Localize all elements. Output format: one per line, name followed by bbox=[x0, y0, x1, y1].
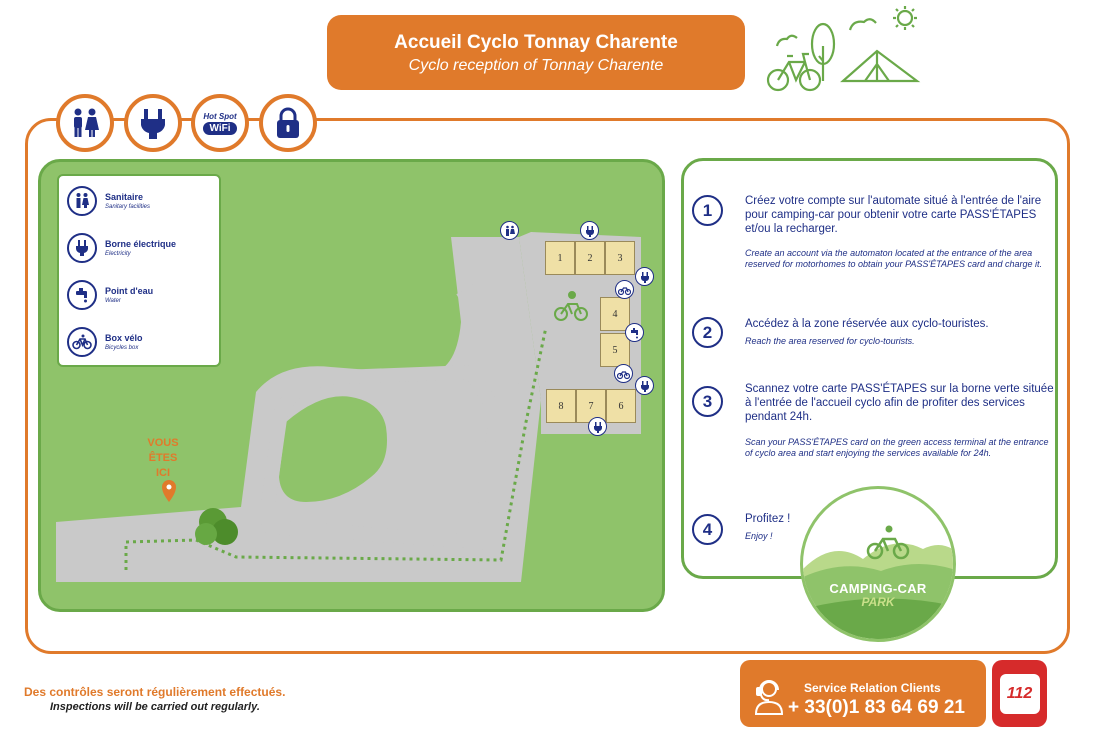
pitch-5: 5 bbox=[600, 333, 630, 367]
electric-plug-icon bbox=[124, 94, 182, 152]
legend-translation: Electricity bbox=[105, 251, 131, 257]
electric-plug-icon bbox=[580, 221, 599, 240]
step-number: 2 bbox=[692, 317, 723, 348]
page-title: Accueil Cyclo Tonnay Charente bbox=[394, 32, 678, 53]
legend-item: Borne électrique Electricity bbox=[67, 233, 176, 263]
legend-translation: Water bbox=[105, 298, 121, 304]
controls-notice-en: Inspections will be carried out regularl… bbox=[50, 701, 260, 713]
legend-translation: Sanitary facilities bbox=[105, 204, 151, 210]
step-text-fr: Scannez votre carte PASS'ÉTAPES sur la b… bbox=[745, 383, 1054, 423]
toilets-icon bbox=[56, 94, 114, 152]
pitch-3: 3 bbox=[605, 241, 635, 275]
electric-plug-icon bbox=[67, 233, 97, 263]
legend-item: Sanitaire Sanitary facilities bbox=[67, 186, 150, 216]
step-text-fr: Accédez à la zone réservée aux cyclo-tou… bbox=[745, 318, 989, 330]
electric-plug-icon bbox=[635, 376, 654, 395]
step-number: 4 bbox=[692, 514, 723, 545]
legend-item: Point d'eau Water bbox=[67, 280, 153, 310]
step-number: 1 bbox=[692, 195, 723, 226]
legend-name: Box vélo bbox=[105, 333, 143, 343]
step-text-fr: Profitez ! bbox=[745, 513, 791, 525]
legend-translation: Bicycles box bbox=[105, 345, 139, 351]
bicycle-icon bbox=[615, 280, 634, 299]
pitch-6: 6 bbox=[606, 389, 636, 423]
landscape-icon bbox=[803, 525, 953, 639]
site-map bbox=[38, 159, 665, 612]
wifi-label: WiFi bbox=[203, 121, 237, 135]
legend-item: Box vélo Bicycles box bbox=[67, 327, 143, 357]
step-text-en: Reach the area reserved for cyclo-touris… bbox=[745, 336, 915, 346]
wifi-hotspot-icon: Hot Spot WiFi bbox=[191, 94, 249, 152]
legend-name: Sanitaire bbox=[105, 192, 144, 202]
headset-agent-icon bbox=[754, 680, 784, 715]
customer-service-box: Service Relation Clients + 33(0)1 83 64 … bbox=[740, 660, 986, 727]
service-phone[interactable]: + 33(0)1 83 64 69 21 bbox=[788, 697, 965, 718]
toilets-icon bbox=[67, 186, 97, 216]
controls-notice-fr: Des contrôles seront régulièrement effec… bbox=[24, 685, 286, 699]
pitch-8: 8 bbox=[546, 389, 576, 423]
emergency-number[interactable]: 112 bbox=[1006, 684, 1033, 702]
padlock-icon bbox=[259, 94, 317, 152]
step-text-en: Create an account via the automaton loca… bbox=[745, 248, 1043, 269]
pitch-4: 4 bbox=[600, 297, 630, 331]
step-number: 3 bbox=[692, 386, 723, 417]
bike-camping-illustration-icon bbox=[766, 6, 921, 92]
bicycle-icon bbox=[614, 364, 633, 383]
park-subtitle: PARK bbox=[861, 595, 895, 609]
map-paths bbox=[56, 232, 641, 582]
legend-name: Borne électrique bbox=[105, 239, 177, 249]
electric-plug-icon bbox=[588, 417, 607, 436]
water-tap-icon bbox=[67, 280, 97, 310]
title-banner: Accueil Cyclo Tonnay Charente Cyclo rece… bbox=[327, 15, 745, 90]
water-tap-icon bbox=[625, 323, 644, 342]
step-text-en: Scan your PASS'ÉTAPES card on the green … bbox=[745, 437, 1049, 458]
toilets-icon bbox=[500, 221, 519, 240]
main-frame bbox=[25, 118, 1070, 654]
map-legend: Sanitaire Sanitary facilities Borne élec… bbox=[57, 174, 221, 367]
hotspot-label: Hot Spot bbox=[203, 111, 237, 121]
camping-car-park-logo: CAMPING-CAR PARK bbox=[800, 486, 956, 642]
service-label: Service Relation Clients bbox=[804, 681, 941, 695]
step-text-en: Enjoy ! bbox=[745, 531, 773, 541]
you-are-here-label: VOUS ÊTES ICI bbox=[147, 437, 179, 479]
pitch-1: 1 bbox=[545, 241, 575, 275]
legend-name: Point d'eau bbox=[105, 286, 154, 296]
step-text-fr: Créez votre compte sur l'automate situé … bbox=[745, 195, 1042, 235]
bicycle-icon bbox=[67, 327, 97, 357]
emergency-number-box: 112 bbox=[992, 660, 1047, 727]
park-title: CAMPING-CAR bbox=[829, 581, 927, 596]
pitch-2: 2 bbox=[575, 241, 605, 275]
electric-plug-icon bbox=[635, 267, 654, 286]
page-subtitle: Cyclo reception of Tonnay Charente bbox=[408, 57, 664, 74]
